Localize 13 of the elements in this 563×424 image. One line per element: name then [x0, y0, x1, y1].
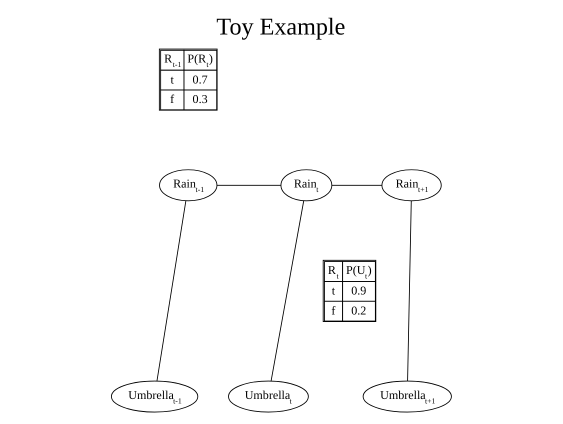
label: 0.7 [192, 72, 208, 86]
label: 0.9 [351, 284, 366, 298]
label: 0.2 [351, 303, 366, 318]
label: P(U$_{t}$) [346, 262, 372, 280]
label: t [170, 72, 174, 86]
label: R$_{t}$ [328, 262, 339, 280]
label: R$_{t-1}$ [164, 52, 182, 70]
diagram-title: Toy Example [216, 14, 346, 41]
label: f [170, 92, 174, 106]
label: t [332, 284, 336, 298]
label: f [331, 303, 336, 318]
label: P(R$_{t}$) [187, 52, 213, 70]
label: 0.3 [192, 92, 208, 106]
